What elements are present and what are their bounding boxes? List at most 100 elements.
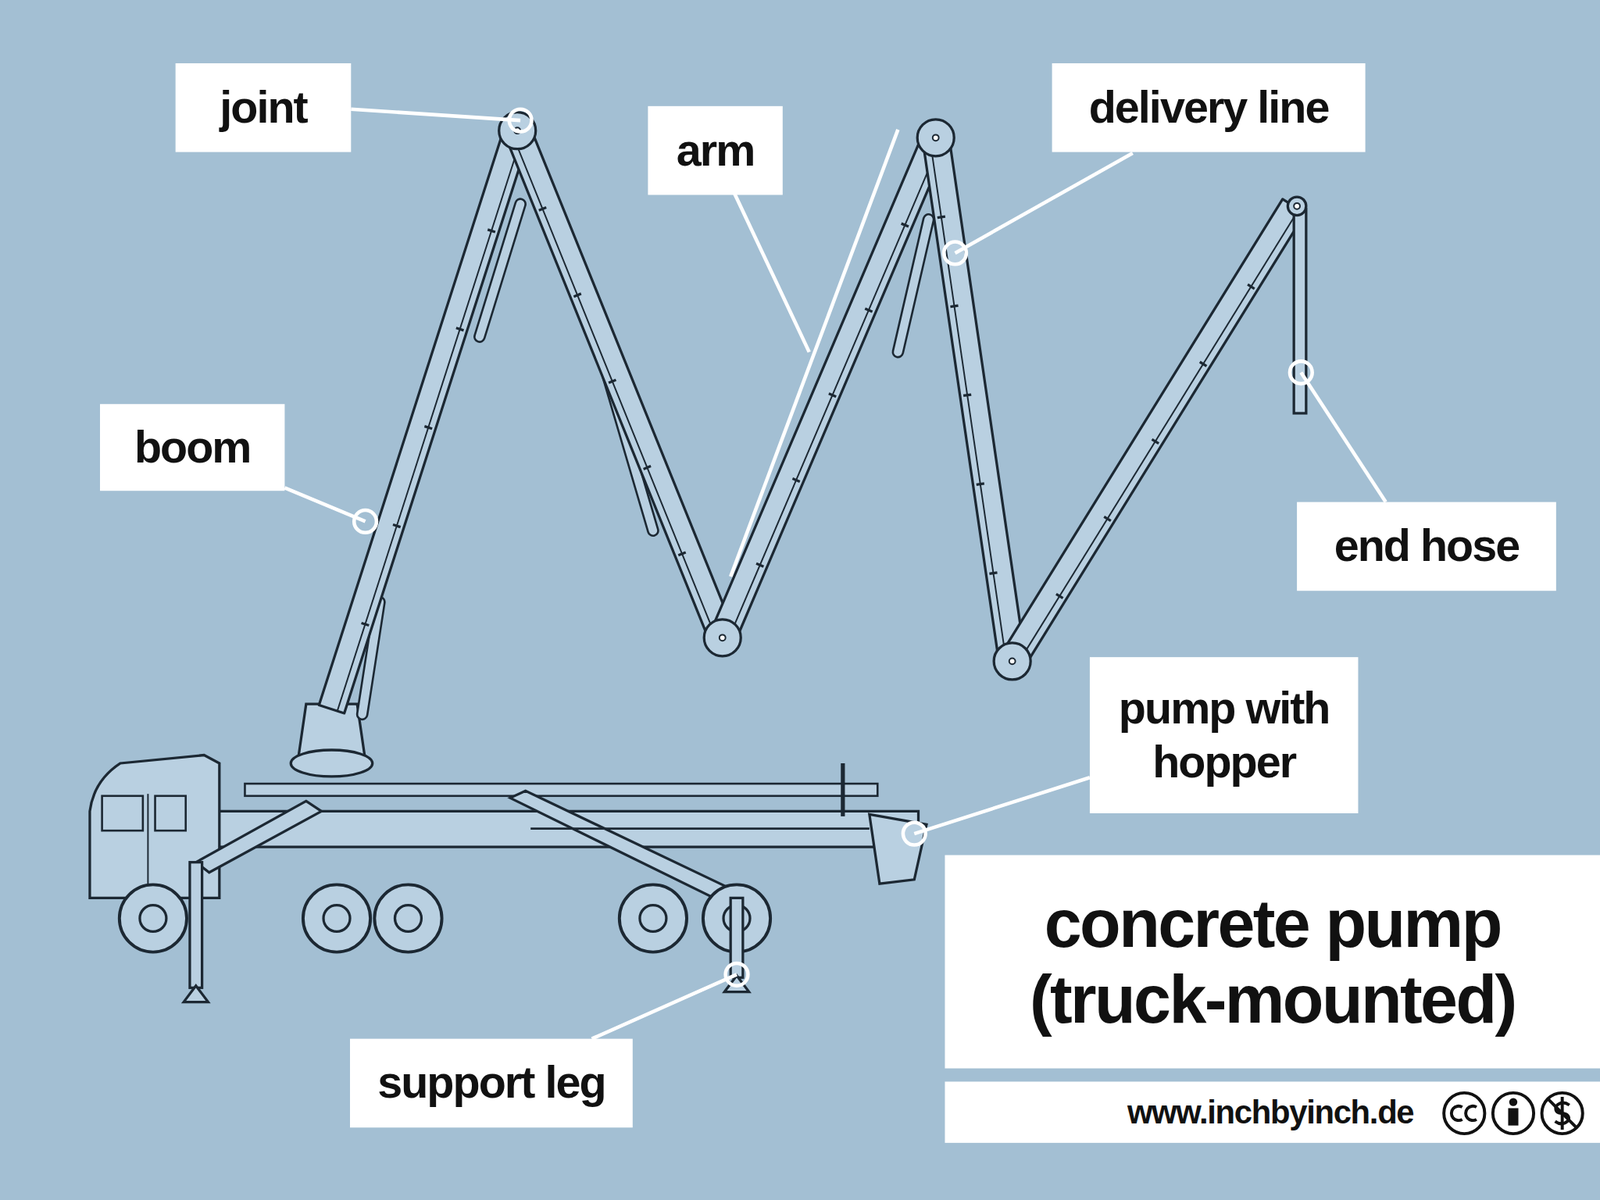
person-body: [1507, 1107, 1518, 1125]
pipe-clamp: [989, 572, 997, 574]
pump-cylinder: [530, 827, 870, 830]
joint-plate: [703, 619, 741, 657]
title-box: concrete pump (truck-mounted): [944, 855, 1600, 1069]
callout-box: pump with hopper: [1089, 657, 1359, 814]
part-label: support leg: [377, 1056, 605, 1111]
front-outrigger: [196, 800, 322, 872]
turret-ring: [290, 750, 372, 777]
boom-rest-frame: [244, 783, 878, 797]
pipe-clamp: [828, 393, 836, 397]
pipe-clamp: [792, 478, 800, 483]
cc-symbol: [1451, 1106, 1463, 1121]
hopper: [869, 814, 927, 884]
marker-circle: [943, 242, 967, 265]
cab-window: [102, 796, 143, 831]
joint-pin: [1293, 203, 1300, 210]
delivery-pipe: [929, 138, 1007, 662]
pipe-clamp: [950, 305, 958, 307]
delivery-pipe: [337, 132, 524, 712]
strike-line: [1547, 1099, 1577, 1129]
joint-plate: [917, 119, 954, 157]
part-label: end hose: [1334, 519, 1520, 574]
marker-circle: [725, 963, 749, 986]
callout-box: arm: [647, 106, 783, 196]
wheel: [303, 884, 371, 952]
pipe-clamp: [392, 525, 401, 528]
pipe-clamp: [643, 466, 651, 470]
pipe-clamp: [361, 622, 370, 625]
pipe-clamp: [937, 216, 946, 218]
part-label: pump with hopper: [1102, 681, 1347, 790]
boom-section: [1000, 199, 1305, 668]
licence-icon: [1492, 1092, 1534, 1134]
mast: [840, 763, 845, 817]
pipe-clamp: [424, 426, 433, 429]
wheel: [374, 884, 442, 952]
marker-circle: [1289, 360, 1313, 384]
pipe-clamp: [1200, 361, 1208, 366]
boom-section: [922, 135, 1026, 664]
callout-box: support leg: [350, 1039, 633, 1129]
title: concrete pump (truck-mounted): [960, 885, 1584, 1037]
pipe-clamp: [864, 308, 872, 312]
pipe-clamp: [608, 379, 616, 383]
leader-line: [734, 193, 809, 352]
delivery-pipe: [511, 132, 718, 640]
leader-line: [1300, 372, 1386, 503]
licence-icon: [1443, 1092, 1485, 1134]
joint-plate: [993, 642, 1031, 680]
wheel-hub: [139, 905, 167, 933]
wheel: [119, 884, 187, 952]
cab-window: [155, 796, 186, 831]
pipe-clamp: [901, 223, 909, 227]
arm-indicator-line: [730, 129, 898, 577]
wheel: [619, 884, 687, 952]
pipe-clamp: [678, 552, 686, 556]
pipe-clamp: [1151, 439, 1159, 443]
joint-pin: [1009, 657, 1016, 665]
pipe-clamp: [1247, 284, 1255, 289]
pipe-clamp: [487, 229, 496, 233]
marker-circle: [903, 822, 926, 846]
delivery-pipe: [728, 139, 942, 640]
delivery-pipe: [1017, 209, 1299, 665]
pipe-clamp: [756, 563, 764, 567]
joint-pin: [719, 634, 726, 641]
cab-door: [146, 793, 149, 888]
pipe-clamp: [573, 293, 581, 297]
website-label: www.inchbyinch.de: [1102, 1081, 1440, 1143]
pipe-clamp: [1056, 593, 1064, 598]
part-label: delivery line: [1089, 80, 1329, 135]
support-foot: [183, 985, 208, 1003]
cc-symbol: [1465, 1106, 1477, 1121]
part-label: arm: [676, 123, 755, 178]
leader-line: [955, 153, 1133, 254]
person-head: [1509, 1097, 1518, 1106]
licence-icons: [1439, 1087, 1593, 1139]
pipe-clamp: [963, 394, 972, 396]
part-label: joint: [219, 80, 307, 135]
pipe-clamp: [456, 328, 465, 331]
leader-line: [350, 109, 521, 121]
callout-box: boom: [100, 403, 285, 491]
joint-plate: [1287, 196, 1307, 216]
part-label: boom: [134, 420, 251, 475]
wheel-hub: [323, 905, 350, 933]
boom-section: [504, 125, 735, 643]
wheel-hub: [394, 905, 422, 933]
pipe-clamp: [976, 483, 985, 485]
licence-icon: [1542, 1092, 1583, 1134]
callout-box: joint: [175, 63, 352, 153]
callout-box: delivery line: [1052, 63, 1366, 153]
callout-box: end hose: [1296, 502, 1557, 592]
boom-section: [318, 126, 530, 714]
joint-pin: [932, 134, 940, 141]
wheel-hub: [639, 905, 667, 933]
pipe-clamp: [539, 207, 547, 211]
boom-section: [710, 132, 948, 643]
leader-line: [592, 974, 737, 1039]
pipe-clamp: [1103, 516, 1111, 521]
marker-circle: [509, 109, 533, 133]
support-leg: [189, 862, 203, 989]
